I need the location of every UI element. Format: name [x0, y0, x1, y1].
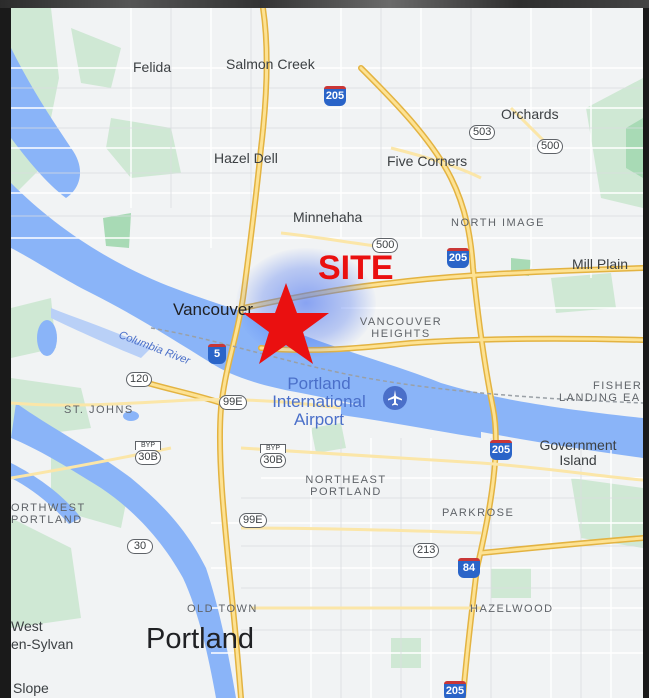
nbhd-parkrose: PARKROSE: [442, 507, 515, 519]
sr503-shield: 503: [469, 125, 496, 140]
us99e-south-shield: 99E: [239, 513, 267, 528]
place-government-island-line1: Government: [539, 437, 617, 453]
place-hazel-dell: Hazel Dell: [214, 150, 278, 166]
city-portland-label: Portland: [146, 623, 255, 655]
sr500-shield: 500: [372, 238, 399, 253]
airport-plane-glyph: [388, 390, 402, 406]
byp-west-number: 30B: [135, 450, 161, 465]
site-star-shape: [243, 283, 329, 364]
place-west-slope-line2: en-Sylvan: [11, 636, 74, 652]
nbhd-st-johns: ST. JOHNS: [64, 404, 134, 416]
place-government-island: Government Island: [528, 438, 628, 468]
i84-shield: 84: [458, 558, 480, 578]
nbhd-vancouver-heights: VANCOUVER HEIGHTS: [356, 316, 446, 340]
place-slope: Slope: [13, 680, 49, 696]
us30-byp-west-shield: BYP 30B: [135, 441, 161, 465]
site-star-icon[interactable]: [236, 280, 336, 370]
nbhd-fishers-landing-line2: LANDING EA: [559, 392, 641, 404]
airport-label-line3: Airport: [293, 410, 345, 429]
rail-line: [150, 327, 643, 404]
nbhd-northwest-portland-line2: PORTLAND: [11, 514, 83, 526]
place-minnehaha: Minnehaha: [293, 209, 363, 225]
photo-strip: [0, 0, 649, 8]
nbhd-northeast-portland: NORTHEAST PORTLAND: [296, 474, 396, 498]
nbhd-north-image: NORTH IMAGE: [451, 217, 545, 229]
sr120-shield: 120: [126, 372, 153, 387]
byp-east-number: 30B: [260, 453, 286, 468]
map-canvas[interactable]: Felida Salmon Creek Orchards Hazel Dell …: [11, 8, 643, 698]
map-base-layer: [11, 8, 643, 698]
site-highlight-glow: [236, 248, 376, 358]
nbhd-vancouver-heights-line2: HEIGHTS: [371, 328, 431, 340]
nbhd-hazelwood: HAZELWOOD: [470, 603, 554, 615]
byp-west-tag: BYP: [135, 441, 161, 450]
minor-streets: [11, 8, 643, 698]
arterials: [11, 106, 643, 610]
airport-label: Portland International Airport: [259, 375, 379, 429]
i205-south-shield: 205: [490, 440, 512, 460]
nbhd-vancouver-heights-line1: VANCOUVER: [359, 316, 443, 328]
i205-bottom-shield: 205: [444, 681, 466, 698]
nbhd-northwest-portland: ORTHWEST PORTLAND: [11, 502, 101, 526]
place-vancouver: Vancouver: [173, 300, 254, 319]
us30-shield: 30: [127, 539, 153, 554]
i205-mid-shield: 205: [447, 248, 469, 268]
water-shallows: [51, 308, 151, 358]
us30-byp-east-shield: BYP 30B: [260, 444, 286, 468]
place-felida: Felida: [133, 59, 172, 75]
site-label: SITE: [318, 249, 394, 287]
nbhd-fishers-landing: FISHER'S LANDING EA: [559, 380, 643, 404]
place-orchards: Orchards: [501, 106, 559, 122]
us99e-north-shield: 99E: [219, 395, 247, 410]
nbhd-northwest-portland-line1: ORTHWEST: [11, 502, 86, 514]
place-five-corners: Five Corners: [387, 153, 468, 169]
airport-plane-icon[interactable]: [383, 386, 407, 410]
highways-fill: [129, 8, 643, 698]
nbhd-northeast-portland-line2: PORTLAND: [310, 486, 382, 498]
sr213-shield: 213: [413, 543, 440, 558]
i5-shield: 5: [208, 344, 226, 364]
nbhd-old-town: OLD TOWN: [187, 603, 258, 615]
sr500-east-shield: 500: [537, 139, 564, 154]
place-mill-plain: Mill Plain: [572, 256, 629, 272]
byp-east-tag: BYP: [260, 444, 286, 453]
place-salmon-creek: Salmon Creek: [226, 56, 315, 72]
place-government-island-line2: Island: [559, 452, 597, 468]
i205-north-shield: 205: [324, 86, 346, 106]
place-west-slope-line1: West: [11, 618, 43, 634]
airport-label-line2: International: [272, 392, 366, 411]
nbhd-fishers-landing-line1: FISHER'S: [593, 380, 643, 392]
water-bodies: [11, 48, 643, 698]
nbhd-northeast-portland-line1: NORTHEAST: [305, 474, 387, 486]
airport-label-line1: Portland: [287, 374, 351, 393]
